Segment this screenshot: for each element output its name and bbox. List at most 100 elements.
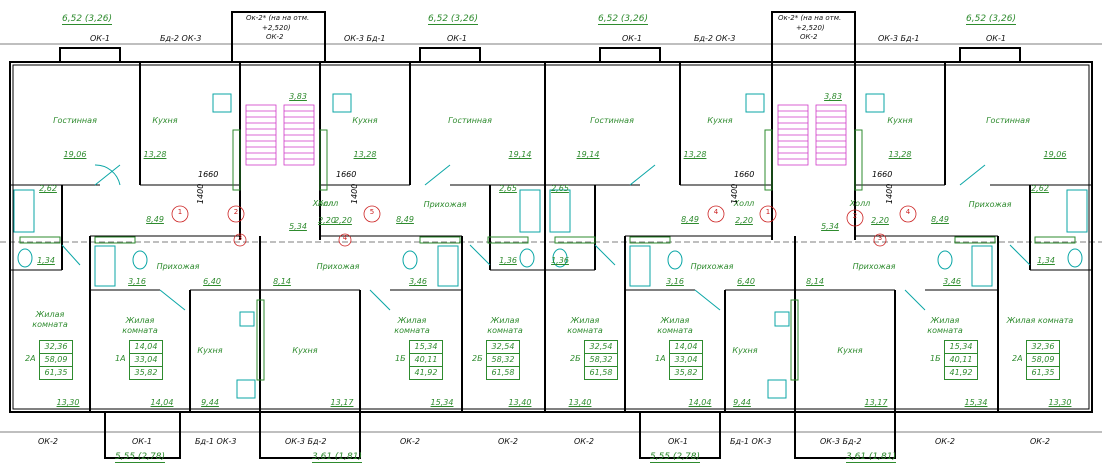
- bot-ok2-3: ОК-2: [498, 437, 518, 446]
- apartment-area-cell: 14,04: [129, 340, 163, 354]
- room-area: 8,49: [146, 215, 164, 224]
- room-name: Кухня: [352, 116, 378, 125]
- room-area: 6,40: [737, 277, 755, 286]
- marker-number: 3: [237, 234, 243, 242]
- room-area: 1,36: [551, 256, 569, 265]
- bot-ok2-4: ОК-2: [574, 437, 594, 446]
- room-name: Прихожая: [852, 262, 896, 271]
- room-name: Жилая комната: [567, 316, 603, 335]
- apartment-area-cell: 61,35: [1026, 366, 1060, 380]
- room-area: 13,28: [888, 150, 912, 159]
- room-name: Прихожая: [316, 262, 360, 271]
- apartment-area-cell: 58,32: [486, 353, 520, 367]
- top-window-area-3: 6,52 (3,26): [598, 14, 648, 25]
- bot-area1-2: 5,55 (2,78): [650, 452, 700, 463]
- room-area: 13,17: [330, 398, 354, 407]
- room-name: Жилая комната: [394, 316, 430, 335]
- top-window-ok1-4: ОК-1: [986, 34, 1006, 43]
- room-area: 8,49: [681, 215, 699, 224]
- room-area: 19,06: [63, 150, 87, 159]
- room-name: Жилая комната: [1006, 316, 1074, 325]
- dimension-label: 1400: [885, 183, 894, 204]
- room-area: 3,83: [824, 92, 842, 101]
- dimension-label: 1660: [336, 170, 357, 179]
- room-name: Прихожая: [423, 200, 467, 209]
- vent-shafts: [19, 129, 1076, 381]
- room-name: Жилая комната: [487, 316, 523, 335]
- top-window-bg1-1: ОК-3 Бд-1: [344, 34, 386, 43]
- room-area: 13,30: [1048, 398, 1072, 407]
- room-area: 2,65: [499, 184, 517, 193]
- room-area: 13,28: [683, 150, 707, 159]
- room-area: 1,34: [37, 256, 55, 265]
- room-area: 15,34: [964, 398, 988, 407]
- room-area: 9,44: [201, 398, 219, 407]
- apartment-area-cell: 41,92: [944, 366, 978, 380]
- apartment-markers: [171, 205, 917, 247]
- room-area: 13,40: [568, 398, 592, 407]
- top-note-2a: Ок-2* (на на отм.: [778, 14, 842, 22]
- apartment-area-cell: 32,54: [584, 340, 618, 354]
- marker-number: 4: [905, 208, 911, 216]
- room-area: 8,14: [273, 277, 291, 286]
- apartment-type: 1Б: [395, 354, 406, 363]
- dimension-label: 1400: [196, 183, 205, 204]
- room-name: Кухня: [837, 346, 863, 355]
- apartment-area-cell: 15,34: [944, 340, 978, 354]
- marker-number: 3: [877, 234, 883, 242]
- bot-ok1-1: ОК-1: [132, 437, 152, 446]
- apartment-area-cell: 33,04: [669, 353, 703, 367]
- room-name: Прихожая: [690, 262, 734, 271]
- room-name: Жилая комната: [927, 316, 963, 335]
- room-area: 3,16: [128, 277, 146, 286]
- room-area: 8,49: [396, 215, 414, 224]
- apartment-area-cell: 32,36: [39, 340, 73, 354]
- room-area: 5,34: [821, 222, 839, 231]
- room-area: 19,14: [576, 150, 600, 159]
- room-name: Прихожая: [968, 200, 1012, 209]
- marker-number: 4: [342, 234, 348, 242]
- top-note-1a: Ок-2* (на на отм.: [246, 14, 310, 22]
- apartment-area-cell: 40,11: [409, 353, 443, 367]
- apartment-type: 2Б: [472, 354, 483, 363]
- room-area: 19,06: [1043, 150, 1067, 159]
- room-name: Жилая комната: [122, 316, 158, 335]
- room-area: 2,20: [318, 216, 336, 225]
- bot-bg1-2: Бд-1 ОК-3: [730, 437, 772, 446]
- top-note-1c: ОК-2: [266, 33, 284, 41]
- room-area: 13,40: [508, 398, 532, 407]
- top-window-bg2-2: Бд-2 ОК-3: [694, 34, 736, 43]
- room-name: Гостинная: [448, 116, 492, 125]
- room-area: 3,83: [289, 92, 307, 101]
- dimension-label: 1660: [198, 170, 219, 179]
- room-name: Кухня: [887, 116, 913, 125]
- outer-walls: [0, 11, 1102, 459]
- interior-walls: [10, 62, 1092, 412]
- room-name: Кухня: [292, 346, 318, 355]
- room-area: 14,04: [688, 398, 712, 407]
- top-window-area-2: 6,52 (3,26): [428, 14, 478, 25]
- top-window-ok1-2: ОК-1: [447, 34, 467, 43]
- room-area: 2,20: [735, 216, 753, 225]
- room-name: Кухня: [707, 116, 733, 125]
- room-area: 2,20: [334, 216, 352, 225]
- dimension-label: 1400: [730, 183, 739, 204]
- room-name: Кухня: [732, 346, 758, 355]
- room-name: Гостинная: [986, 116, 1030, 125]
- apartment-area-cell: 58,09: [1026, 353, 1060, 367]
- marker-number: 2: [852, 212, 858, 220]
- room-name: Холл: [312, 199, 334, 208]
- room-area: 1,36: [499, 256, 517, 265]
- room-name: Жилая комната: [657, 316, 693, 335]
- room-area: 14,04: [150, 398, 174, 407]
- room-name: Холл: [317, 199, 339, 208]
- dimension-label: 1660: [734, 170, 755, 179]
- room-area: 13,28: [353, 150, 377, 159]
- room-name: Кухня: [197, 346, 223, 355]
- bot-area2-2: 3,61 (1,81): [846, 452, 896, 463]
- apartment-area-cell: 40,11: [944, 353, 978, 367]
- room-area: 2,20: [871, 216, 889, 225]
- top-note-1b: +2,520): [262, 24, 291, 32]
- room-area: 19,14: [508, 150, 532, 159]
